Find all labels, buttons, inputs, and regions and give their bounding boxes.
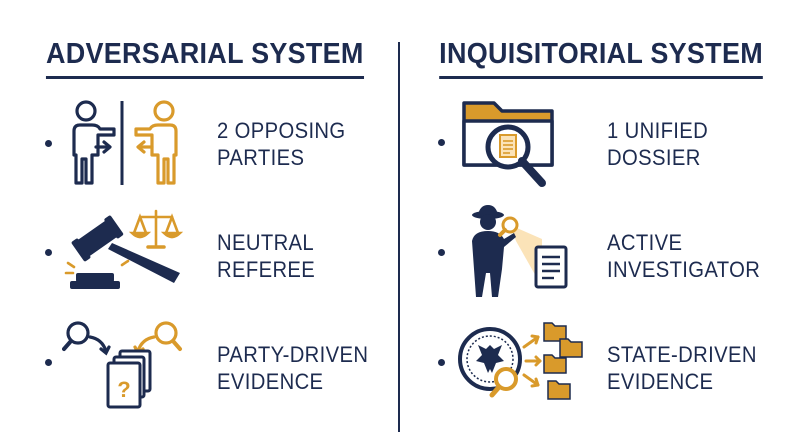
label-active-investigator: ACTIVE INVESTIGATOR: [607, 230, 761, 282]
folder-magnifier-icon: [462, 101, 554, 187]
adversarial-title: ADVERSARIAL SYSTEM: [0, 38, 398, 79]
inquisitorial-item-evidence: STATE-DRIVEN EVIDENCE: [402, 315, 800, 415]
label-opposing-parties: 2 OPPOSING PARTIES: [217, 118, 346, 170]
inquisitorial-item-investigator: ACTIVE INVESTIGATOR: [402, 205, 800, 305]
svg-text:?: ?: [117, 377, 130, 402]
bullet: [45, 249, 52, 256]
bullet: [438, 359, 445, 366]
label-neutral-referee: NEUTRAL REFEREE: [217, 230, 316, 282]
state-seal-folders-icon: [458, 322, 583, 400]
adversarial-item-parties: 2 OPPOSING PARTIES: [0, 95, 398, 195]
center-divider: [398, 42, 400, 432]
detective-document-icon: [472, 205, 568, 297]
label-party-driven-evidence: PARTY-DRIVEN EVIDENCE: [217, 342, 369, 394]
adversarial-item-referee: NEUTRAL REFEREE: [0, 205, 398, 305]
inquisitorial-title: INQUISITORIAL SYSTEM: [402, 38, 800, 79]
bullet: [438, 139, 445, 146]
adversarial-item-evidence: ? PARTY-DRIVEN EVIDENCE: [0, 315, 398, 415]
adversarial-column: ADVERSARIAL SYSTEM 2 OPPOSING: [0, 0, 398, 447]
label-state-driven-evidence: STATE-DRIVEN EVIDENCE: [607, 342, 757, 394]
opposing-parties-icon: [72, 100, 178, 185]
gavel-scales-icon: [64, 209, 184, 289]
magnifiers-documents-icon: ?: [62, 321, 182, 409]
inquisitorial-item-dossier: 1 UNIFIED DOSSIER: [402, 95, 800, 195]
bullet: [45, 140, 52, 147]
label-unified-dossier: 1 UNIFIED DOSSIER: [607, 118, 709, 170]
inquisitorial-column: INQUISITORIAL SYSTEM 1 UNIFIED DOSSIER: [402, 0, 800, 447]
bullet: [45, 359, 52, 366]
bullet: [438, 249, 445, 256]
